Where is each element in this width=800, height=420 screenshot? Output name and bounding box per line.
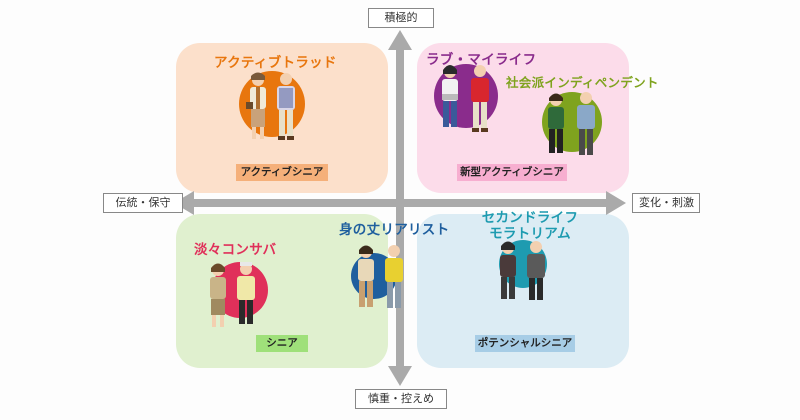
couple-illustration-icon [434, 64, 498, 132]
couple-illustration-icon [210, 262, 268, 327]
segment-title-second-life: セカンドライフ モラトリアム [480, 210, 580, 242]
segment-title-second-life-line2: モラトリアム [489, 226, 571, 242]
axis-label-top: 積極的 [368, 8, 434, 28]
couple-illustration-icon [542, 92, 602, 155]
segment-title-independent: 社会派インディペンデント [506, 75, 659, 90]
couple-illustration-icon [239, 71, 305, 140]
axis-label-right: 変化・刺激 [632, 193, 700, 213]
couple-illustration-icon [499, 240, 547, 300]
quadrant-label-top-left: アクティブシニア [236, 164, 328, 181]
segment-title-love-my-life: ラブ・マイライフ [426, 52, 537, 68]
axis-label-bottom: 慎重・控えめ [355, 389, 447, 409]
quadrant-label-bottom-right: ポテンシャルシニア [475, 335, 575, 352]
couple-illustration-icon [351, 245, 403, 308]
segment-title-second-life-line1: セカンドライフ [481, 210, 579, 226]
quadrant-label-top-right: 新型アクティブシニア [457, 164, 567, 181]
quadrant-label-bottom-left: シニア [256, 335, 308, 352]
segment-title-active-trad: アクティブトラッド [214, 55, 337, 71]
segment-title-tantan: 淡々コンサバ [194, 242, 277, 258]
segment-title-realist: 身の丈リアリスト [339, 222, 450, 238]
axis-label-left: 伝統・保守 [103, 193, 183, 213]
